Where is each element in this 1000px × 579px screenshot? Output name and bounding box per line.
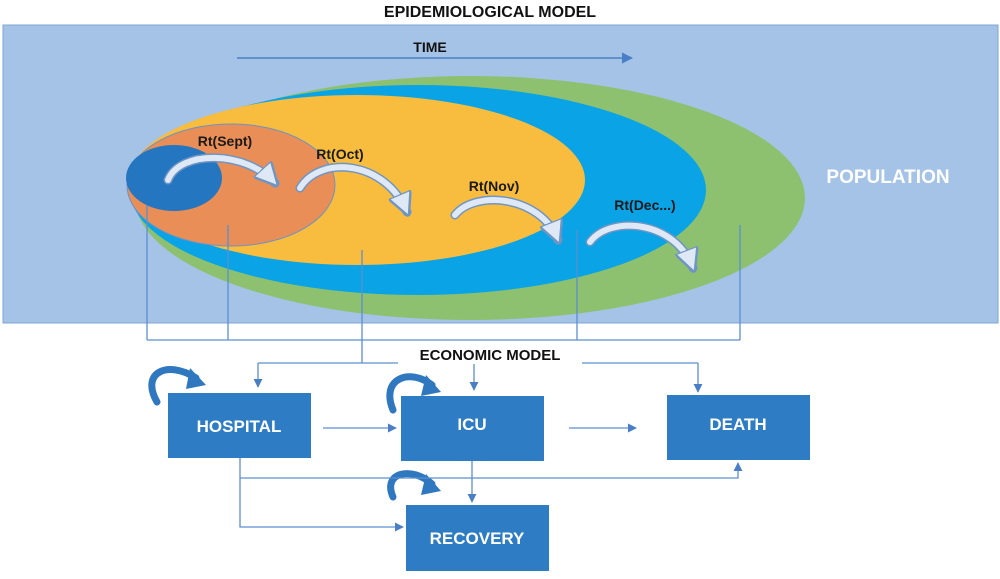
epidemiological-model-title: EPIDEMIOLOGICAL MODEL: [384, 4, 596, 21]
rt-dec-arrow: [587, 222, 693, 268]
rt-nov-label: Rt(Nov): [469, 178, 520, 194]
rt-oct-label: Rt(Oct): [316, 146, 363, 162]
economic-model-title-bg: [398, 344, 582, 364]
rt-arrows: [163, 153, 693, 268]
icu-box: [401, 396, 544, 461]
hospital-label: HOSPITAL: [197, 417, 282, 436]
self-loop-arrows: [148, 366, 441, 501]
hospital-to-death-arrow: [240, 462, 743, 479]
recovery-self-loop-head: [421, 474, 441, 495]
icu-self-loop-head: [421, 375, 441, 396]
hospital-self-loop: [148, 366, 200, 406]
time-label: TIME: [413, 39, 446, 55]
hospital-box: [168, 393, 311, 458]
recovery-box: [406, 505, 549, 571]
population-label: POPULATION: [826, 167, 949, 188]
hospital-to-recovery-arrow: [239, 458, 404, 532]
recovery-label: RECOVERY: [430, 529, 525, 548]
hospital-self-loop-head: [186, 368, 206, 389]
rt-sept-arrow: [165, 154, 275, 183]
rt-nov-arrow: [452, 197, 558, 240]
rt-sept-label: Rt(Sept): [198, 133, 252, 149]
economic-model-title: ECONOMIC MODEL: [420, 347, 561, 364]
death-label: DEATH: [709, 415, 766, 434]
death-box: [667, 395, 810, 460]
rt-dec-label: Rt(Dec...): [614, 197, 675, 213]
flow-arrows: [239, 423, 743, 532]
rt-oct-arrow: [297, 164, 407, 212]
icu-label: ICU: [457, 415, 486, 434]
